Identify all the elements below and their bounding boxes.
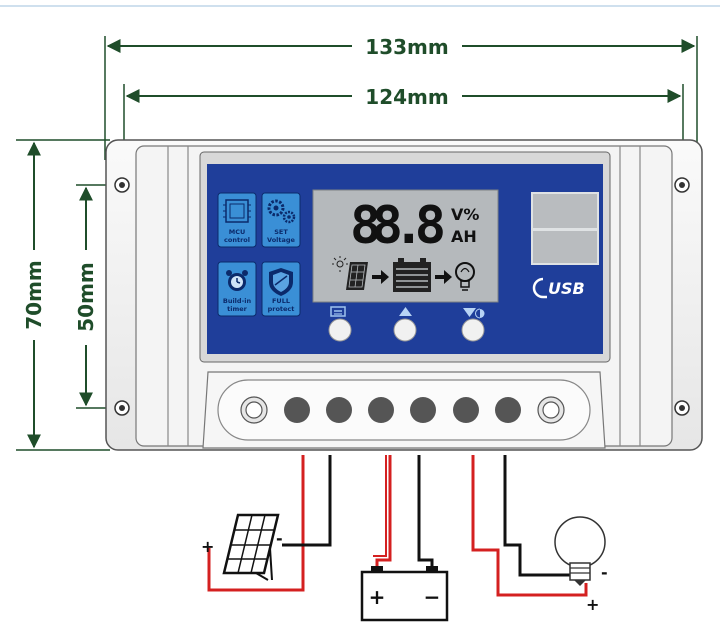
button-up[interactable]: [393, 307, 417, 342]
lcd-bulb-icon: [455, 262, 475, 291]
badge-set-line1: SET: [274, 228, 288, 236]
lcd-arrow-right-icon-2: [435, 270, 452, 284]
badge-build-in-timer: Build-in timer: [217, 261, 257, 317]
up-arrow-icon: [399, 307, 412, 316]
wire-battery-red-inner: [373, 455, 387, 557]
lcd-solar-panel-icon: [346, 262, 368, 290]
dimension-width-outer: 133mm: [104, 35, 698, 160]
down-button[interactable]: [461, 318, 485, 342]
menu-button[interactable]: [328, 318, 352, 342]
terminal-screw-left-end: [240, 396, 268, 424]
hole-height-label: 50mm: [74, 262, 98, 332]
wire-load-red: [471, 455, 588, 597]
badge-set-voltage: SET Voltage: [261, 192, 301, 248]
up-button[interactable]: [393, 318, 417, 342]
badge-mcu-control: MCU control: [217, 192, 257, 248]
wire-solar-black: [282, 455, 332, 547]
button-menu[interactable]: [328, 306, 352, 342]
solar-panel-icon: [222, 513, 280, 581]
load-plus-sign: +: [586, 595, 599, 614]
badge-mcu-line1: MCU: [229, 228, 246, 236]
dimension-height-outer: 70mm: [16, 139, 110, 451]
terminal-load-minus[interactable]: [495, 397, 521, 423]
wire-battery-black: [417, 455, 434, 570]
badge-timer-line2: timer: [227, 305, 248, 313]
usb-label: USB: [532, 277, 585, 299]
alarm-clock-icon: [226, 270, 248, 291]
panel-minus-sign: -: [276, 529, 283, 548]
wiring: [207, 455, 588, 597]
lcd-battery-icon: [393, 258, 431, 292]
outer-height-label: 70mm: [22, 260, 46, 330]
terminal-battery-plus[interactable]: [368, 397, 394, 423]
battery-minus-sign: −: [424, 585, 441, 609]
usb-port-bottom[interactable]: [531, 229, 599, 265]
shield-icon: [269, 268, 293, 296]
lcd-unit-bottom: AH: [451, 227, 477, 246]
usb-port-top[interactable]: [531, 192, 599, 230]
terminal-block: [202, 371, 606, 449]
sun-icon: [332, 256, 348, 272]
wire-load-black: [503, 455, 574, 577]
panel-plus-sign: +: [201, 537, 214, 556]
badge-full-line2: protect: [268, 305, 295, 313]
lcd-display: 88.8 V% AH: [312, 189, 499, 303]
badge-timer-line1: Build-in: [223, 297, 252, 305]
terminal-battery-minus[interactable]: [410, 397, 436, 423]
usb-ports: [531, 192, 599, 265]
load-minus-sign: -: [601, 563, 608, 582]
usb-label-text: USB: [548, 279, 585, 298]
button-down[interactable]: [461, 308, 485, 342]
wire-solar-red: [207, 455, 305, 592]
light-bulb-icon: [554, 516, 606, 586]
badge-set-line2: Voltage: [267, 236, 296, 244]
badge-mcu-line2: control: [224, 236, 250, 244]
gears-icon: [267, 199, 296, 224]
menu-icon: [330, 306, 346, 317]
lcd-unit-top: V%: [451, 205, 479, 224]
terminal-screw-right-end: [537, 396, 565, 424]
down-arrow-icon: [463, 308, 485, 319]
dimension-width-holes: 124mm: [123, 84, 684, 168]
wire-battery-red: [375, 455, 392, 570]
battery-plus-sign: +: [369, 585, 386, 609]
terminal-solar-plus[interactable]: [284, 397, 310, 423]
battery-icon: [360, 566, 449, 622]
hole-width-label: 124mm: [365, 85, 448, 109]
lcd-digits: 88.8: [350, 196, 446, 256]
lcd-arrow-right-icon: [372, 270, 389, 284]
outer-width-label: 133mm: [365, 35, 448, 59]
badge-full-line1: FULL: [272, 297, 290, 305]
terminal-solar-minus[interactable]: [326, 397, 352, 423]
badge-full-protect: FULL protect: [261, 261, 301, 317]
terminal-load-plus[interactable]: [453, 397, 479, 423]
chip-icon: [223, 199, 251, 223]
